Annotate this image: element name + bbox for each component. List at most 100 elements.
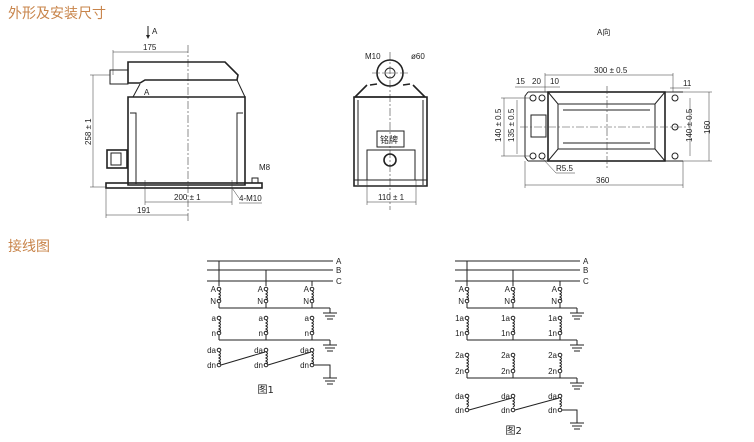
terminal-label: 1n — [501, 329, 510, 338]
bus-label: B — [583, 266, 588, 275]
terminal-label: dn — [254, 361, 263, 370]
terminal-label: n — [305, 329, 309, 338]
terminal — [510, 407, 516, 413]
bus-label: C — [336, 277, 342, 286]
terminal-label: 1a — [455, 314, 464, 323]
terminal — [557, 352, 563, 358]
terminal — [216, 362, 222, 368]
terminal-label: N — [504, 297, 510, 306]
heading-wiring-diagram: 接线图 — [8, 239, 50, 255]
terminal-label: 1a — [548, 314, 557, 323]
dim-length: 300 ± 0.5 — [594, 66, 628, 75]
winding-coil — [465, 290, 469, 301]
dim-left-inner: 135 ± 0.5 — [507, 108, 516, 142]
terminal — [557, 330, 563, 336]
terminal-label: dn — [455, 406, 464, 415]
terminal — [309, 315, 315, 321]
terminal — [263, 286, 269, 292]
dim-width: 175 — [143, 43, 157, 52]
terminal — [464, 286, 470, 292]
terminal-label: A — [459, 285, 465, 294]
bus-label: A — [336, 257, 342, 266]
terminal-label: a — [259, 314, 264, 323]
terminal-label: 2a — [455, 351, 464, 360]
terminal-label: dn — [548, 406, 557, 415]
top-view-a: A向 300 ± 0.5 15 20 10 11 360 160 140 ± 0… — [494, 27, 712, 188]
terminal — [510, 315, 516, 321]
terminal — [510, 352, 516, 358]
ground-icon — [323, 308, 337, 320]
terminal-label: n — [259, 329, 263, 338]
dim-right: 140 ± 0.5 — [685, 108, 694, 142]
winding-coil — [264, 319, 268, 333]
terminal-label: 2a — [501, 351, 510, 360]
winding-coil — [217, 290, 221, 301]
terminal — [464, 330, 470, 336]
terminal-label: A — [304, 285, 310, 294]
terminal — [510, 368, 516, 374]
side-view: M10 ø60 铭牌 110 ± 1 — [353, 52, 428, 210]
winding-coil — [511, 356, 515, 370]
winding-coil — [511, 397, 515, 408]
terminal — [263, 330, 269, 336]
terminal — [263, 362, 269, 368]
terminal — [510, 286, 516, 292]
winding-coil — [264, 351, 268, 365]
terminal-label: 1n — [548, 329, 557, 338]
dim-hole-spacing: 200 ± 1 — [174, 193, 201, 202]
bus-label: A — [583, 257, 589, 266]
winding-coil — [465, 356, 469, 370]
terminal-label: da — [300, 346, 309, 355]
terminal-label: da — [455, 392, 464, 401]
dim-15: 15 — [516, 77, 525, 86]
dim-left-outer: 140 ± 0.5 — [494, 108, 503, 142]
terminal-label: A — [552, 285, 558, 294]
terminal — [309, 298, 315, 304]
ground-icon — [323, 340, 337, 352]
winding-coil — [558, 290, 562, 301]
terminal-label: dn — [501, 406, 510, 415]
open-delta-ground-lead — [314, 364, 331, 373]
ground-icon — [570, 340, 584, 352]
label-a: A — [144, 88, 150, 97]
bus-label: C — [583, 277, 589, 286]
terminal — [510, 330, 516, 336]
terminal-label: 1a — [501, 314, 510, 323]
figure-caption: 图2 — [506, 425, 522, 437]
terminal-label: da — [548, 392, 557, 401]
winding-coil — [465, 397, 469, 408]
terminal — [464, 315, 470, 321]
terminal — [464, 407, 470, 413]
terminal — [309, 286, 315, 292]
terminal-label: n — [212, 329, 216, 338]
terminal-label: A — [505, 285, 511, 294]
terminal — [464, 352, 470, 358]
bolt-m8-label: M8 — [259, 163, 271, 172]
terminal — [557, 368, 563, 374]
terminal-label: 2n — [501, 367, 510, 376]
terminal — [263, 315, 269, 321]
ground-icon — [570, 418, 584, 430]
terminal — [510, 393, 516, 399]
heading-outline-dimensions: 外形及安装尺寸 — [8, 6, 106, 22]
terminal — [557, 393, 563, 399]
open-delta-link — [220, 351, 266, 366]
open-delta-link — [514, 397, 560, 411]
terminal-label: A — [211, 285, 217, 294]
dim-10: 10 — [550, 77, 559, 86]
winding-coil — [465, 319, 469, 333]
figure-caption: 图1 — [258, 384, 274, 396]
terminal — [510, 298, 516, 304]
terminal-label: 2n — [455, 367, 464, 376]
terminal — [216, 315, 222, 321]
winding-coil — [511, 319, 515, 333]
winding-coil — [217, 351, 221, 365]
view-title: A向 — [597, 27, 610, 37]
view-arrow-label: A — [152, 27, 158, 36]
winding-coil — [558, 356, 562, 370]
terminal — [309, 362, 315, 368]
winding-coil — [217, 319, 221, 333]
terminal-label: da — [254, 346, 263, 355]
ground-icon — [323, 373, 337, 385]
